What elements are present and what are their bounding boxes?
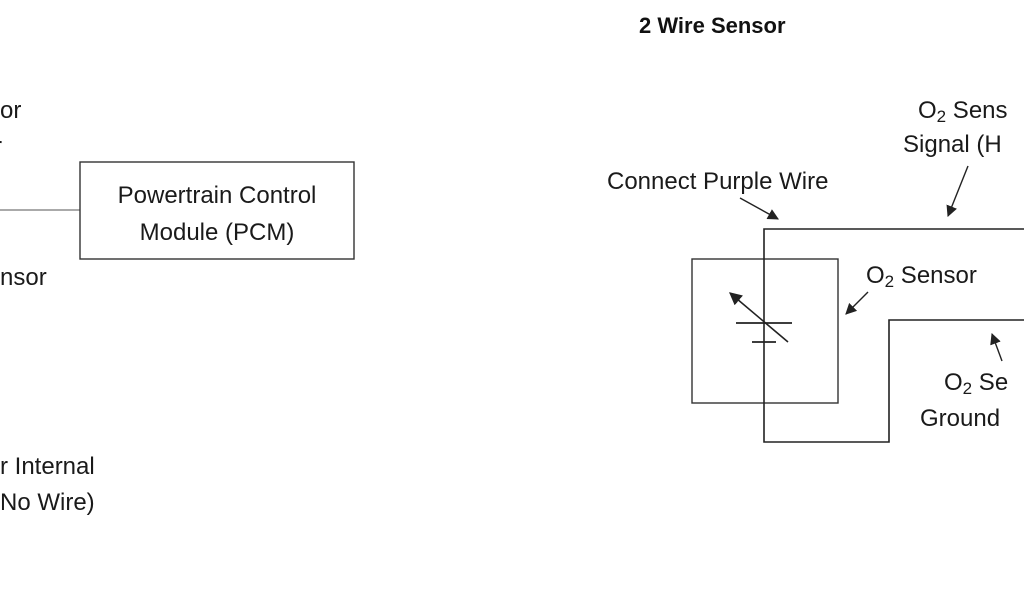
signal-arrow-icon: [946, 165, 969, 218]
signal-wire: [763, 228, 1024, 344]
variable-resistor-icon: [729, 292, 792, 343]
ground-arrow-icon: [990, 332, 1003, 362]
connect-purple-wire-label: Connect Purple Wire: [607, 168, 828, 195]
connect-wire-arrow-icon: [739, 197, 779, 220]
o2-sensor-box: [691, 258, 839, 404]
left-fragment-text-2: r: [0, 133, 2, 160]
signal-label-line1: O2 Sens: [918, 97, 1008, 126]
o2-sensor-arrow-icon: [845, 291, 869, 315]
pcm-label-line1: Powertrain Control: [118, 182, 317, 209]
diagram-title: 2 Wire Sensor: [639, 13, 786, 38]
ground-label-line2: Ground: [920, 405, 1000, 432]
o2-sensor-label: O2 Sensor: [866, 262, 977, 291]
left-sensor-fragment: nsor: [0, 264, 47, 291]
internal-label-line1: r Internal: [0, 453, 95, 480]
left-fragment-text: or: [0, 97, 21, 124]
ground-label-line1: O2 Se: [944, 369, 1008, 398]
signal-label-line2: Signal (H: [903, 131, 1002, 158]
internal-label-line2: No Wire): [0, 489, 95, 516]
pcm-box: [79, 161, 355, 260]
ground-wire: [763, 319, 1024, 443]
pcm-label-line2: Module (PCM): [140, 219, 295, 246]
